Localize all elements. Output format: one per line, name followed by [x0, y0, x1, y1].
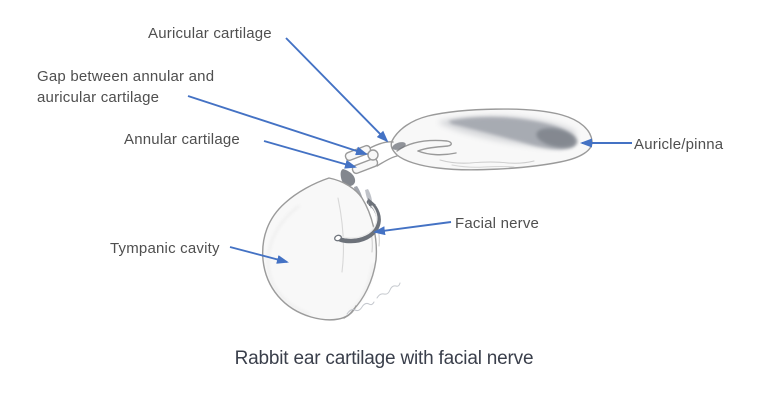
arrow-to-facial-nerve: [373, 221, 452, 236]
arrow-to-tympanic-cavity: [229, 246, 289, 264]
pinna-dark-spot-left: [392, 142, 406, 150]
arrow-to-annular-cartilage: [263, 140, 357, 169]
annular-ring-circle: [367, 149, 379, 161]
leader-arrows: [187, 37, 632, 264]
facial-nerve-tube: [335, 199, 381, 244]
pinna-dark-spot-right: [536, 128, 578, 148]
bulla-interior-line: [337, 197, 344, 273]
tympanic-bulla-sketch: [261, 177, 380, 321]
pinna-sketch: [390, 108, 593, 171]
pinna-inner-fork-upper: [396, 139, 452, 152]
pinna-lower-hatch-1: [439, 159, 535, 164]
canal-upper-edge: [369, 141, 394, 149]
facial-nerve-sketch: [334, 198, 381, 244]
pinna-lower-hatch-2: [451, 164, 515, 168]
bulla-outline: [261, 177, 378, 321]
canal-dark-blob: [340, 169, 356, 187]
annular-ring-upper: [344, 144, 372, 162]
label-annular-cartilage: Annular cartilage: [124, 131, 240, 148]
label-cartilage-gap: Gap between annular and auricular cartil…: [37, 68, 215, 106]
figure-caption: Rabbit ear cartilage with facial nerve: [234, 348, 534, 369]
pinna-inner-fork-lower: [417, 150, 457, 156]
facial-nerve-tip: [368, 198, 376, 206]
bulla-left-inner-shade: [267, 205, 310, 315]
label-tympanic-cavity: Tympanic cavity: [110, 240, 220, 257]
label-auricle-pinna: Auricle/pinna: [634, 136, 724, 153]
artist-signature: [346, 282, 401, 315]
canal-lower-edge: [376, 155, 398, 167]
arrow-to-cartilage-gap: [187, 95, 368, 156]
label-facial-nerve: Facial nerve: [455, 215, 540, 232]
facial-nerve-highlight: [339, 202, 378, 239]
signature-word-1: [346, 301, 375, 315]
bulla-bottom-tip: [343, 305, 357, 319]
annular-ring-lower: [351, 157, 379, 175]
label-auricular-cartilage: Auricular cartilage: [148, 25, 272, 42]
facial-nerve-open-end: [334, 234, 342, 242]
arrow-to-auricular-cartilage: [285, 37, 389, 143]
signature-word-2: [376, 282, 401, 299]
